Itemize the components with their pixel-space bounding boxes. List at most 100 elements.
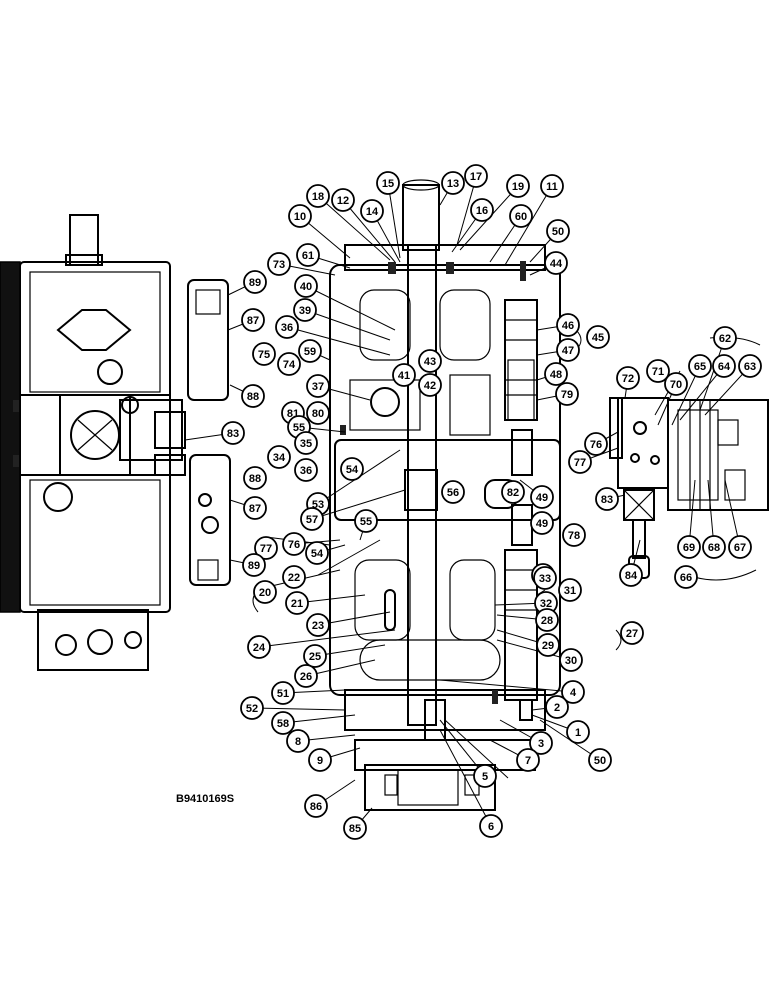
callout-19: 19 <box>506 174 530 198</box>
callout-number: 77 <box>574 457 586 469</box>
callout-circle <box>619 563 643 587</box>
callout-78: 78 <box>562 523 586 547</box>
callout-circle <box>241 384 265 408</box>
callout-circle <box>243 270 267 294</box>
callout-23: 23 <box>306 613 330 637</box>
callout-69: 69 <box>677 535 701 559</box>
callout-number: 6 <box>488 821 494 833</box>
callout-number: 20 <box>259 587 271 599</box>
callout-circle <box>305 541 329 565</box>
callout-17: 17 <box>464 164 488 188</box>
callout-circle <box>713 326 737 350</box>
callout-number: 44 <box>550 258 563 270</box>
callout-number: 52 <box>246 703 258 715</box>
callout-16: 16 <box>470 198 494 222</box>
callout-29: 29 <box>536 633 560 657</box>
callout-circle <box>562 523 586 547</box>
callout-number: 65 <box>694 361 706 373</box>
callout-number: 45 <box>592 332 604 344</box>
callout-26: 26 <box>294 664 318 688</box>
callout-circle <box>586 325 610 349</box>
callout-number: 70 <box>670 379 682 391</box>
callout-circle <box>536 633 560 657</box>
callout-number: 40 <box>300 281 312 293</box>
callout-number: 3 <box>538 738 544 750</box>
callout-circle <box>331 188 355 212</box>
callout-59: 59 <box>298 339 322 363</box>
callout-87: 87 <box>241 308 265 332</box>
left-pump-body <box>0 214 171 671</box>
callout-66: 66 <box>674 565 698 589</box>
callout-71: 71 <box>646 359 670 383</box>
callout-35: 35 <box>294 431 318 455</box>
callout-circle <box>294 274 318 298</box>
figure-id-label: B9410169S <box>176 793 235 805</box>
callout-circle <box>293 298 317 322</box>
callout-2: 2 <box>545 695 569 719</box>
callout-circle <box>340 457 364 481</box>
main-pump-housing <box>329 179 561 811</box>
callout-circle <box>254 536 278 560</box>
callout-circle <box>376 171 400 195</box>
callout-21: 21 <box>285 591 309 615</box>
callout-number: 89 <box>249 277 261 289</box>
callout-circle <box>418 349 442 373</box>
callout-number: 85 <box>349 823 361 835</box>
callout-number: 50 <box>552 226 564 238</box>
callout-5: 5 <box>473 764 497 788</box>
callout-circle <box>529 731 553 755</box>
callout-number: 13 <box>447 178 459 190</box>
callout-13: 13 <box>441 171 465 195</box>
callout-number: 89 <box>248 560 260 572</box>
callout-77: 77 <box>254 536 278 560</box>
callout-number: 73 <box>273 259 285 271</box>
callout-number: 60 <box>515 211 527 223</box>
callout-14: 14 <box>360 199 384 223</box>
callout-number: 11 <box>546 181 558 193</box>
callout-number: 61 <box>302 250 314 262</box>
callout-74: 74 <box>277 352 301 376</box>
callout-10: 10 <box>288 204 312 228</box>
callout-circle <box>298 339 322 363</box>
callout-number: 83 <box>601 494 613 506</box>
callout-circle <box>546 219 570 243</box>
callout-76: 76 <box>282 532 306 556</box>
callout-number: 28 <box>541 615 553 627</box>
callout-circle <box>702 535 726 559</box>
callout-circle <box>620 621 644 645</box>
callout-number: 39 <box>299 305 311 317</box>
callout-circle <box>271 711 295 735</box>
callout-circle <box>241 308 265 332</box>
callout-circle <box>530 485 554 509</box>
callout-number: 23 <box>312 620 324 632</box>
callout-circle <box>584 432 608 456</box>
callout-circle <box>392 363 416 387</box>
callout-44: 44 <box>544 251 568 275</box>
callout-circle <box>588 748 612 772</box>
callout-circle <box>303 644 327 668</box>
callout-number: 77 <box>260 543 272 555</box>
callout-36: 36 <box>275 315 299 339</box>
callout-85: 85 <box>343 816 367 840</box>
callout-circle <box>616 366 640 390</box>
callout-circle <box>506 174 530 198</box>
callout-circle <box>306 613 330 637</box>
callout-circle <box>688 354 712 378</box>
callout-circle <box>556 313 580 337</box>
callout-circle <box>509 204 533 228</box>
callout-circle <box>479 814 503 838</box>
callout-circle <box>728 535 752 559</box>
callout-56: 56 <box>441 480 465 504</box>
callout-48: 48 <box>544 362 568 386</box>
callout-number: 4 <box>570 687 577 699</box>
callout-circle <box>441 171 465 195</box>
callout-circle <box>294 664 318 688</box>
callout-25: 25 <box>303 644 327 668</box>
callout-number: 30 <box>565 655 577 667</box>
callout-number: 87 <box>249 503 261 515</box>
callout-number: 78 <box>568 530 580 542</box>
callout-number: 62 <box>719 333 731 345</box>
callout-76: 76 <box>584 432 608 456</box>
callout-41: 41 <box>392 363 416 387</box>
callout-circle <box>555 382 579 406</box>
